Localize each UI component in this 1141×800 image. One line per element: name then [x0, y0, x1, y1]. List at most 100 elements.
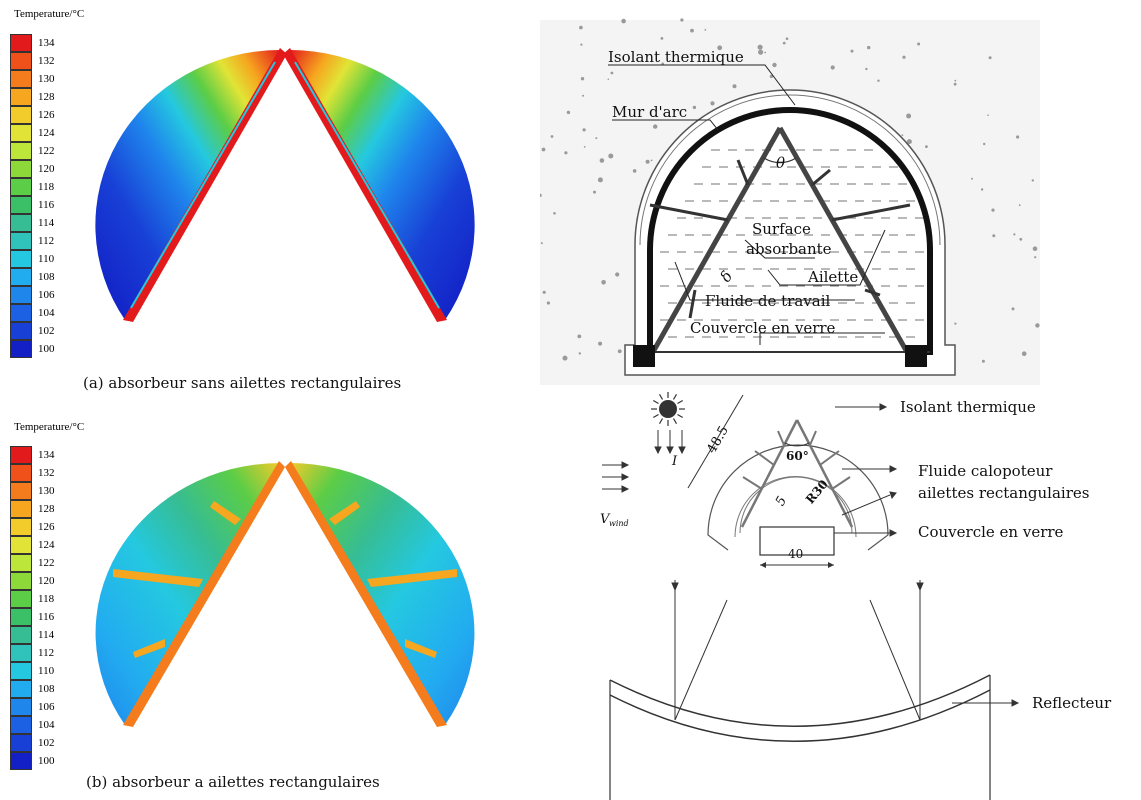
- legend-swatch: [10, 124, 32, 142]
- legend-value: 112: [38, 647, 55, 659]
- legend-value: 126: [38, 521, 55, 533]
- legend-value: 118: [38, 181, 55, 193]
- insulation-speckle: [1016, 135, 1020, 139]
- insulation-speckle: [902, 55, 906, 59]
- legend-value: 118: [38, 593, 55, 605]
- insulation-speckle: [680, 18, 684, 22]
- insulation-speckle: [577, 334, 582, 339]
- insulation-speckle: [1032, 246, 1038, 251]
- legend-value: 110: [38, 665, 55, 677]
- absorber-plate-right: [777, 126, 910, 354]
- insulation-speckle: [732, 84, 737, 89]
- insulation-speckle: [906, 139, 912, 145]
- absorber-plate-left: [650, 126, 783, 354]
- insulation-speckle: [925, 145, 928, 149]
- insulation-speckle: [632, 169, 637, 173]
- insulation-speckle: [1019, 237, 1023, 241]
- legend-swatch: [10, 518, 32, 536]
- legend-entry-b: 104: [10, 716, 90, 734]
- legend-swatch: [10, 286, 32, 304]
- legend-entry-a: 120: [10, 160, 90, 178]
- legend-entry-a: 134: [10, 34, 90, 52]
- insulation-speckle: [580, 77, 585, 81]
- left-lobe-b: [95, 463, 280, 725]
- insulation-speckle: [1034, 256, 1037, 259]
- label-isolant-top: Isolant thermique: [608, 48, 744, 66]
- legend-entry-b: 106: [10, 698, 90, 716]
- insulation-speckle: [541, 147, 546, 152]
- insulation-speckle: [607, 78, 610, 81]
- insulation-speckle: [710, 101, 715, 106]
- insulation-speckle: [769, 74, 774, 79]
- legend-swatch: [10, 626, 32, 644]
- legend-swatch: [10, 52, 32, 70]
- insulation-inner-line: [639, 94, 941, 246]
- sun-ray: [653, 399, 659, 405]
- angle-arc: [784, 442, 810, 447]
- sun-icon: [651, 392, 685, 426]
- legend-value: 120: [38, 163, 55, 175]
- absorber-wall-left-b: [123, 461, 285, 727]
- legend-entry-a: 104: [10, 304, 90, 322]
- legend-swatch: [10, 322, 32, 340]
- label-theta: θ: [776, 154, 785, 172]
- insulation-speckle: [782, 41, 786, 45]
- insulation-speckle: [540, 193, 542, 197]
- leader-arrows: [834, 403, 1020, 707]
- legend-value: 134: [38, 37, 55, 49]
- insulation-speckle: [830, 65, 835, 70]
- legend-value: 122: [38, 557, 55, 569]
- insulation-speckle: [953, 82, 957, 86]
- insulation-speckle: [615, 272, 620, 277]
- fins: [742, 430, 851, 490]
- insulation-speckle: [772, 62, 777, 68]
- legend-value: 106: [38, 701, 55, 713]
- legend-entry-b: 108: [10, 680, 90, 698]
- legend-swatch: [10, 268, 32, 286]
- theta-arc: [763, 157, 797, 164]
- insulation-speckle: [660, 37, 664, 40]
- legend-entry-a: 116: [10, 196, 90, 214]
- legend-swatch: [10, 340, 32, 358]
- legend-swatch: [10, 142, 32, 160]
- legend-value: 124: [38, 127, 55, 139]
- inner-wall-inner: [739, 476, 853, 534]
- insulation-speckle: [981, 359, 985, 363]
- label-48: 48.5: [704, 424, 731, 457]
- legend-entry-a: 108: [10, 268, 90, 286]
- legend-value: 108: [38, 271, 55, 283]
- insulation-speckle: [582, 128, 586, 132]
- label-surface-2: absorbante: [746, 240, 832, 258]
- label-couvercle-bottom: Couvercle en verre: [918, 523, 1064, 541]
- insulation-speckle: [954, 79, 957, 82]
- sun-ray: [677, 399, 683, 405]
- insulation-speckle: [650, 159, 653, 162]
- insulation-speckle: [983, 142, 986, 146]
- legend-value: 106: [38, 289, 55, 301]
- insulation-speckle: [987, 114, 989, 116]
- legend-entry-b: 118: [10, 590, 90, 608]
- legend-value: 110: [38, 253, 55, 265]
- insulation-speckle: [562, 355, 568, 361]
- insulation-speckle: [582, 94, 585, 97]
- legend-entry-a: 100: [10, 340, 90, 358]
- legend-entry-a: 112: [10, 232, 90, 250]
- legend-value: 104: [38, 307, 55, 319]
- legend-swatch: [10, 482, 32, 500]
- insulation-speckle: [1013, 233, 1016, 236]
- reflector-outer: [609, 674, 991, 728]
- fin-5: [688, 289, 697, 319]
- legend-swatch: [10, 572, 32, 590]
- insulation-speckle: [1031, 179, 1034, 182]
- fin-left-1: [210, 501, 241, 525]
- insulation-speckle: [1018, 204, 1021, 207]
- legend-value: 128: [38, 503, 55, 515]
- legend-value: 132: [38, 55, 55, 67]
- legend-swatch: [10, 590, 32, 608]
- insulation-speckle: [988, 56, 992, 60]
- legend-entry-a: 106: [10, 286, 90, 304]
- leader-fluide: [674, 261, 855, 301]
- insulation-speckle: [954, 322, 957, 325]
- insulation-speckle: [971, 177, 973, 180]
- absorber-left: [740, 419, 799, 528]
